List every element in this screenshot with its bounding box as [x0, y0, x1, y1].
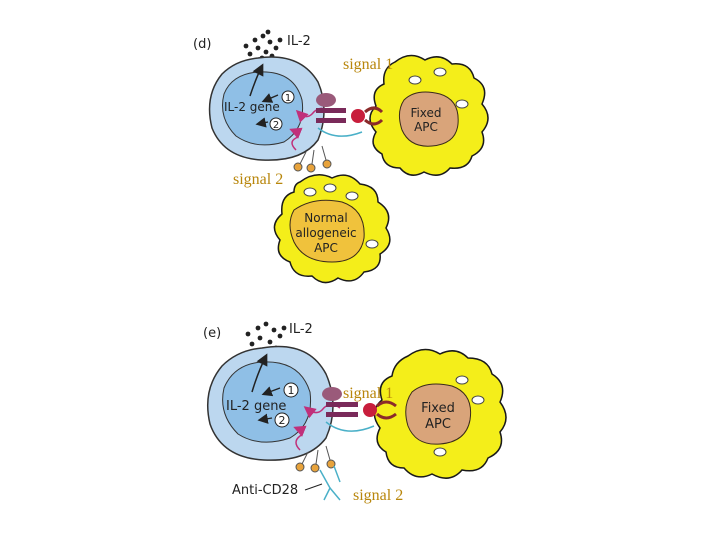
normal-apc-nucleus: [289, 199, 365, 263]
fixed-apc-e-line2: APC: [425, 417, 451, 432]
step2-d: 2: [273, 120, 279, 131]
il2-molecules-d: [243, 29, 283, 61]
fixed-apc-d-line1: Fixed: [410, 106, 441, 120]
granules-d: [408, 67, 469, 109]
il2-gene-label-d: IL-2 gene: [224, 100, 280, 114]
normal-apc-line2: allogeneic: [295, 226, 356, 240]
anti-cd28-antibody: [319, 465, 341, 501]
fixed-apc-e-line1: Fixed: [421, 401, 455, 416]
step2-marker-e: [274, 412, 290, 428]
activation-arrow-2-e: [257, 413, 273, 424]
step2-e: 2: [279, 414, 286, 427]
panel-d: (d) IL-2 Fixed APC IL-2 gene 1 2: [193, 29, 489, 284]
tcr-complex-d: [316, 106, 384, 126]
surface-molecule-d: [316, 93, 336, 107]
signal1-label-d: signal 1: [343, 56, 393, 73]
secretion-arrow-d: [249, 63, 264, 97]
panel-e: (e) IL-2 Fixed APC IL-2 gene 1 2: [203, 321, 507, 504]
normal-apc-line3: APC: [314, 241, 338, 255]
cd28-d: [317, 127, 363, 137]
activation-arrow-1-e: [261, 386, 281, 397]
fixed-apc-nucleus-d: [398, 91, 459, 147]
fixed-apc-nucleus-e: [405, 383, 472, 445]
signal1-label-e: signal 1: [343, 385, 393, 402]
cd28-e: [325, 421, 375, 432]
activation-arrow-2-d: [255, 117, 269, 128]
il2-molecules-e: [245, 321, 287, 353]
step1-marker-e: [283, 382, 299, 398]
granules-normal: [303, 183, 379, 249]
il2-label-d: IL-2: [287, 34, 311, 49]
il2-gene-label-e: IL-2 gene: [226, 399, 286, 414]
signal2-label-d: signal 2: [233, 171, 283, 188]
fixed-apc-d-line2: APC: [414, 120, 438, 134]
anti-cd28-pointer: [304, 483, 323, 491]
b7-ligands-e: [295, 445, 336, 473]
step2-marker-d: [269, 117, 283, 131]
panel-e-letter: (e): [203, 326, 221, 341]
panel-d-letter: (d): [193, 37, 211, 52]
signal2-label-e: signal 2: [353, 487, 403, 504]
granules-e: [433, 375, 485, 457]
activation-arrow-1-d: [261, 93, 279, 103]
step1-marker-d: [281, 90, 295, 104]
anti-cd28-label: Anti-CD28: [232, 483, 298, 498]
step1-e: 1: [288, 384, 295, 397]
tcr-complex-e: [326, 400, 397, 420]
surface-molecule-e: [322, 387, 342, 401]
secretion-arrow-e: [251, 353, 268, 393]
il2-label-e: IL-2: [289, 322, 313, 337]
signal2-path-d: [289, 127, 303, 151]
step1-d: 1: [285, 93, 291, 104]
t-cell-nucleus-d: [222, 71, 304, 146]
normal-apc-line1: Normal: [304, 211, 347, 225]
b7-ligands-d: [293, 145, 332, 173]
signal2-path-e: [293, 425, 307, 451]
